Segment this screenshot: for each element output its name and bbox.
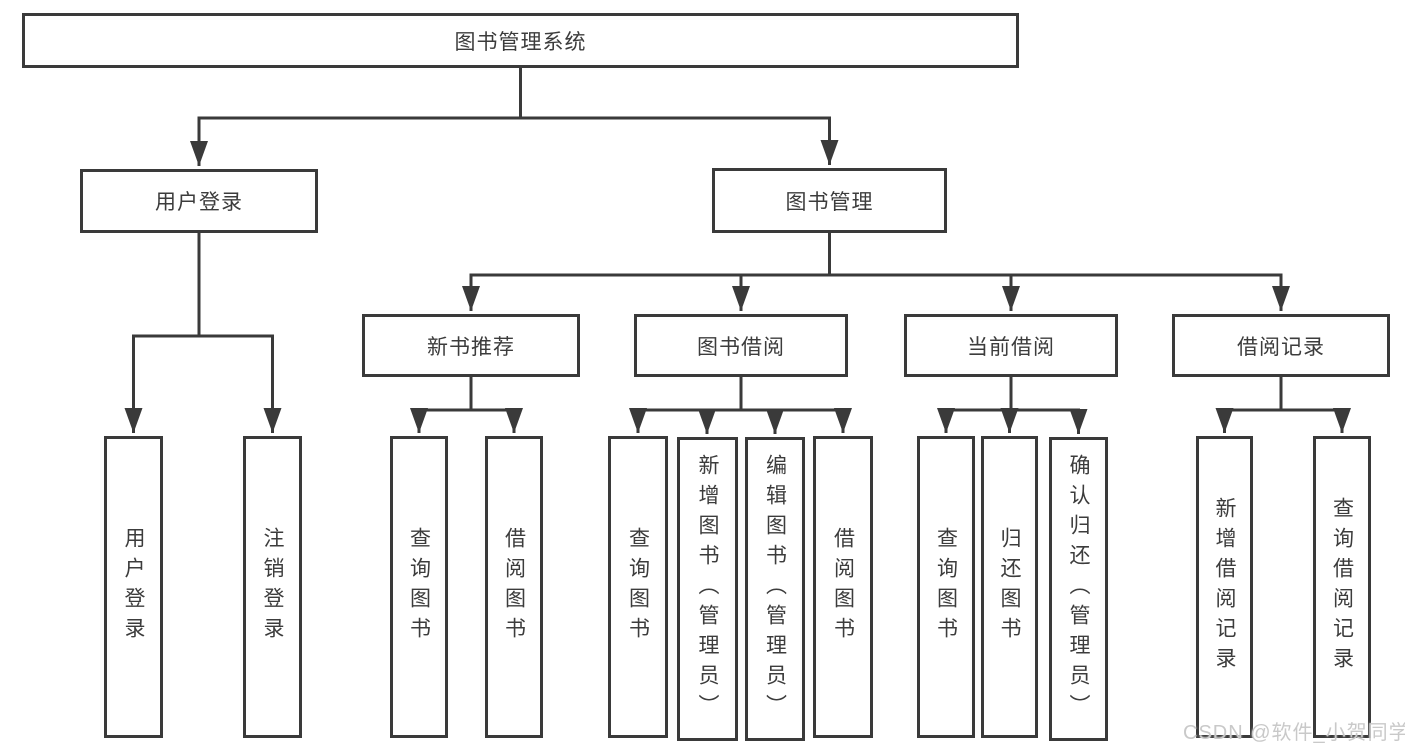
leaf-query-books-recommend: 查询图书 <box>390 436 448 738</box>
node-user-login: 用户登录 <box>80 169 318 233</box>
leaf-borrow-books-recommend: 借阅图书 <box>485 436 543 738</box>
leaf-user-login: 用户登录 <box>104 436 163 738</box>
node-new-book-recommendation: 新书推荐 <box>362 314 580 377</box>
leaf-return-book: 归还图书 <box>981 436 1038 738</box>
node-current-borrowing: 当前借阅 <box>904 314 1118 377</box>
leaf-query-books-borrowing: 查询图书 <box>608 436 668 738</box>
leaf-query-borrow-record: 查询借阅记录 <box>1313 436 1371 738</box>
leaf-logout: 注销登录 <box>243 436 302 738</box>
leaf-confirm-return-admin: 确认归还（管理员） <box>1049 437 1108 741</box>
leaf-add-book-admin: 新增图书（管理员） <box>677 437 738 741</box>
node-library-management-system: 图书管理系统 <box>22 13 1019 68</box>
node-book-management: 图书管理 <box>712 168 947 233</box>
leaf-borrow-books-borrowing: 借阅图书 <box>813 436 873 738</box>
leaf-edit-book-admin: 编辑图书（管理员） <box>745 437 805 741</box>
node-borrowing-records: 借阅记录 <box>1172 314 1390 377</box>
node-book-borrowing: 图书借阅 <box>634 314 848 377</box>
leaf-query-books-current: 查询图书 <box>917 436 975 738</box>
leaf-add-borrow-record: 新增借阅记录 <box>1196 436 1253 738</box>
watermark: CSDN @软件_小贺同学 <box>1183 722 1405 744</box>
